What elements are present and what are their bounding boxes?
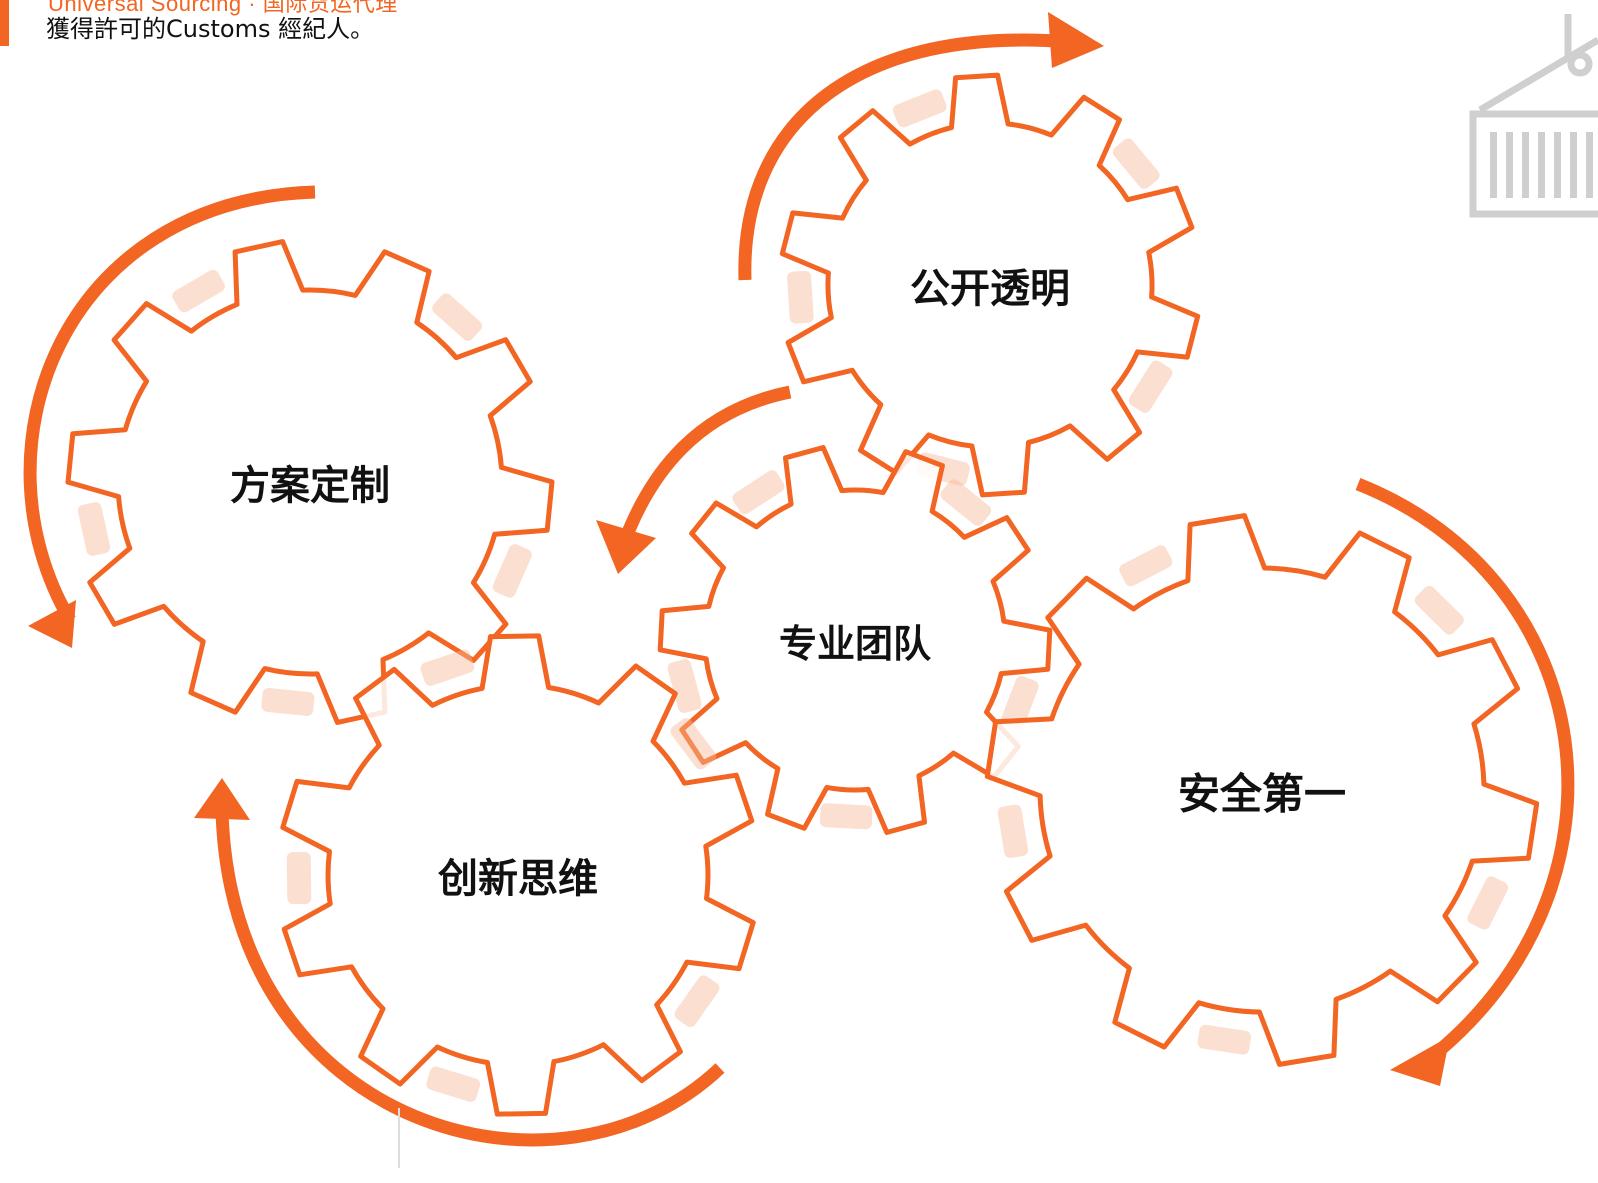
gear-motion-blur [1414,585,1464,635]
gear-motion-blur [892,89,947,128]
gear-outline [984,513,1540,1067]
gear-chuangxin: 创新思维 [280,633,756,1117]
gear-label-zhuanye: 专业团队 [779,622,932,666]
gear-motion-blur [1197,1024,1251,1055]
gear-motion-blur [674,975,720,1028]
gear-label-anquan: 安全第一 [1178,770,1346,819]
accent-bar [0,0,9,46]
gear-fangan: 方案定制 [65,239,555,725]
gear-motion-blur [940,479,992,526]
gear-motion-blur [432,293,483,341]
arrow-top-head [1048,12,1104,68]
gear-outline [779,72,1201,498]
gear-outline [280,633,756,1117]
gear-label-chuangxin: 创新思维 [438,856,598,902]
arrow-bottom [215,809,725,1147]
arrow-bottom-head [194,778,250,820]
gear-label-gongkai: 公开透明 [910,266,1070,312]
gear-motion-blur [997,804,1029,859]
gear-motion-blur [732,470,785,515]
gear-motion-blur [172,269,225,313]
gear-motion-blur [819,803,873,830]
gear-anquan: 安全第一 [984,513,1540,1067]
gear-motion-blur [1128,360,1173,413]
gear-motion-blur [77,502,111,556]
header: Universal Sourcing · 国际货运代理 獲得許可的Customs… [0,0,700,50]
shipping-container-icon [1469,14,1598,218]
gear-motion-blur [1001,676,1039,730]
arrow-middle [615,385,792,551]
gear-motion-blur [1119,545,1173,587]
header-title: 獲得許可的Customs 經紀人。 [46,15,375,43]
gear-motion-blur [261,687,315,716]
arrow-left [23,185,316,624]
gear-motion-blur [286,852,312,905]
gear-outline [657,445,1053,835]
cycle-arrows [23,33,1575,1147]
gear-zhuanye: 专业团队 [657,445,1053,835]
gear-outline [65,239,555,725]
gear-motion-blur [492,544,532,598]
arrow-top [738,33,1071,281]
gear-motion-blur [426,1066,481,1102]
arrow-right [1355,477,1575,1055]
gear-gongkai: 公开透明 [779,72,1201,498]
gear-motion-blur [787,270,814,324]
arrow-middle-head [596,520,656,574]
gear-motion-blur [1467,876,1509,930]
arrow-heads [28,12,1450,1086]
bottom-divider [398,1108,400,1168]
header-subtitle: Universal Sourcing · 国际货运代理 [48,0,398,16]
gear-motion-blur [1112,138,1160,189]
gear-motion-blur [420,649,475,686]
gear-label-fangan: 方案定制 [230,463,390,509]
arrow-right-head [1390,1036,1450,1086]
gear-motion-blur [667,659,702,713]
arrow-left-head [28,600,76,648]
gear-motion-blur [670,718,717,770]
